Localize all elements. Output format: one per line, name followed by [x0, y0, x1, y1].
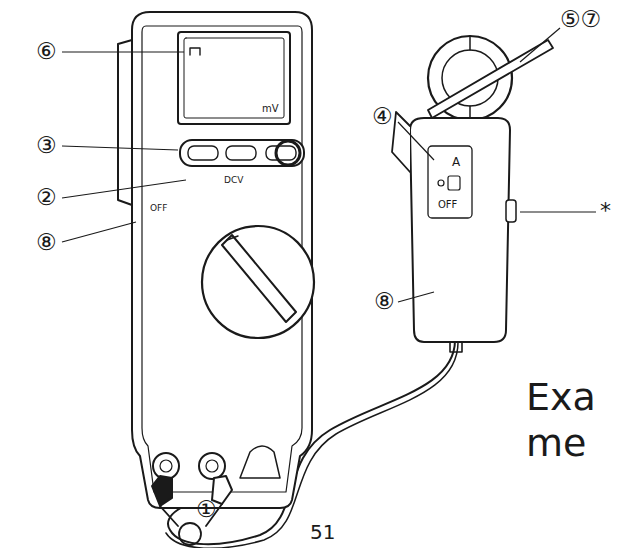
display-unit: mV: [262, 104, 279, 114]
rotary-dial: [202, 226, 314, 338]
lcd-display: [178, 32, 290, 124]
dial-mark-label: DCV: [224, 176, 243, 185]
callout-number: ②: [36, 186, 57, 209]
callout-number: ⑧: [36, 231, 57, 254]
terminal-hole: [160, 460, 172, 472]
clamp-body: [410, 118, 510, 342]
zero-adjust-button: [506, 200, 516, 222]
cable-boot: [450, 342, 462, 352]
clamp-trigger: [392, 112, 410, 172]
lcd-bar-symbol: [190, 48, 200, 55]
footnote-mark: *: [600, 200, 611, 222]
button: [266, 146, 296, 160]
leader-line: [62, 51, 184, 52]
callout-number: ⑥: [36, 40, 57, 63]
button: [188, 146, 218, 160]
dial-mark-label: OFF: [150, 204, 167, 213]
jaw-seam: [469, 36, 471, 120]
callout-number: ①: [196, 498, 217, 521]
lcd-window: [184, 38, 284, 118]
switch-label: OFF: [438, 200, 457, 210]
callout-number: ⑧: [374, 290, 395, 313]
terminal-hole: [206, 460, 218, 472]
terminal-socket: [240, 446, 280, 478]
button-panel: [180, 140, 304, 166]
caption-fragment: Exa: [526, 378, 596, 416]
com-terminal: [153, 453, 179, 479]
switch-dot: [438, 180, 444, 186]
leader-line: [62, 146, 178, 150]
leader-line: [62, 222, 136, 242]
leader-line: [520, 28, 560, 62]
clamp-switch-window: [428, 146, 472, 218]
black-plug: [152, 476, 172, 506]
holster-clip: [118, 40, 132, 205]
leader-line: [398, 292, 434, 302]
callout-number: ③: [36, 134, 57, 157]
callout-number: ⑤⑦: [560, 8, 601, 31]
caption-fragment: me: [526, 424, 586, 462]
input-terminal: [199, 453, 225, 479]
switch-label: A: [452, 156, 460, 168]
lead-junction: [179, 523, 201, 545]
dial-pointer: [222, 235, 296, 322]
switch-knob: [448, 176, 460, 190]
conductor: [428, 40, 553, 118]
button: [226, 146, 256, 160]
page-number: 51: [310, 522, 335, 542]
leader-line: [398, 122, 434, 160]
leader-line: [520, 211, 596, 212]
leader-line: [62, 180, 186, 198]
callout-number: ④: [372, 105, 393, 128]
dial-mark: [227, 236, 238, 240]
